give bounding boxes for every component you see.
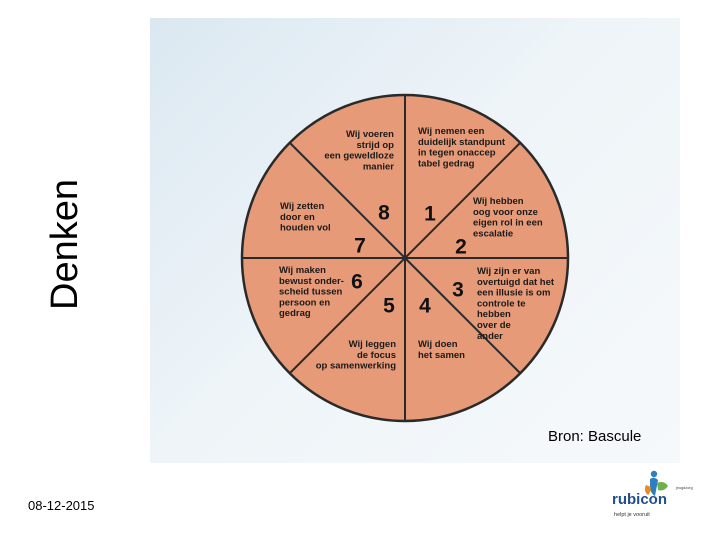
logo-top-text: jeugdzorg: [675, 486, 693, 490]
segment-number: 3: [452, 279, 464, 302]
segment-number: 8: [378, 202, 390, 225]
segment-text-line: het samen: [418, 350, 465, 361]
segment-text-line: de focus: [357, 350, 396, 361]
segment-text-line: gedrag: [279, 308, 311, 319]
segment-text-line: Wij hebben: [473, 196, 524, 207]
segment-text-line: controle te: [477, 298, 526, 309]
logo-icon: [644, 470, 668, 496]
segment-text-line: scheid tussen: [279, 287, 343, 298]
rubicon-logo: jeugdzorg rubicon helpt je vooruit: [612, 470, 693, 518]
logo-tagline: helpt je vooruit: [614, 512, 650, 518]
segment-text-line: Wij zijn er van: [477, 266, 540, 277]
segment-number: 4: [419, 295, 431, 318]
date-label: 08-12-2015: [28, 498, 95, 513]
segment-text-line: houden vol: [280, 223, 331, 234]
segment-text-line: strijd op: [357, 140, 395, 151]
segment-text-line: tabel gedrag: [418, 158, 475, 169]
wheel-divider: [289, 257, 406, 374]
segment-text-line: een illusie is om: [477, 288, 550, 299]
segment-number: 7: [354, 235, 366, 258]
segment-text-line: hebben: [477, 309, 511, 320]
segment-text-line: duidelijk standpunt: [418, 137, 506, 148]
segment-text-line: Wij leggen: [349, 339, 397, 350]
segment-text-line: door en: [280, 212, 315, 223]
segment-text-line: oog voor onze: [473, 207, 538, 218]
segment-number: 6: [351, 271, 363, 294]
segment-text-line: ander: [477, 331, 503, 342]
segment-text-line: manier: [363, 161, 394, 172]
segment-text-line: over de: [477, 320, 511, 331]
segment-text-line: persoon en: [279, 297, 330, 308]
wheel-divider: [404, 142, 521, 259]
segment-text-line: Wij doen: [418, 339, 458, 350]
segment-text-line: een geweldloze: [324, 151, 394, 162]
segment-text-line: Wij nemen een: [418, 126, 485, 137]
logo-wordmark: rubicon: [612, 491, 667, 508]
segment-number: 2: [455, 236, 467, 259]
segment-text-line: in tegen onaccep: [418, 148, 496, 159]
source-label: Bron: Bascule: [548, 428, 642, 445]
segment-number: 1: [424, 203, 436, 226]
segment-number: 5: [383, 295, 395, 318]
segment-text-line: bewust onder-: [279, 276, 344, 287]
segment-text-line: overtuigd dat het: [477, 277, 555, 288]
segment-text-line: op samenwerking: [316, 361, 396, 372]
segment-text-line: eigen rol in een: [473, 218, 543, 229]
wheel-divider: [404, 257, 521, 374]
segment-text-line: Wij zetten: [280, 201, 324, 212]
segment-text-line: Wij voeren: [346, 129, 394, 140]
segment-text-line: escalatie: [473, 228, 513, 239]
segment-text-line: Wij maken: [279, 265, 326, 276]
wheel-divider: [289, 142, 406, 259]
